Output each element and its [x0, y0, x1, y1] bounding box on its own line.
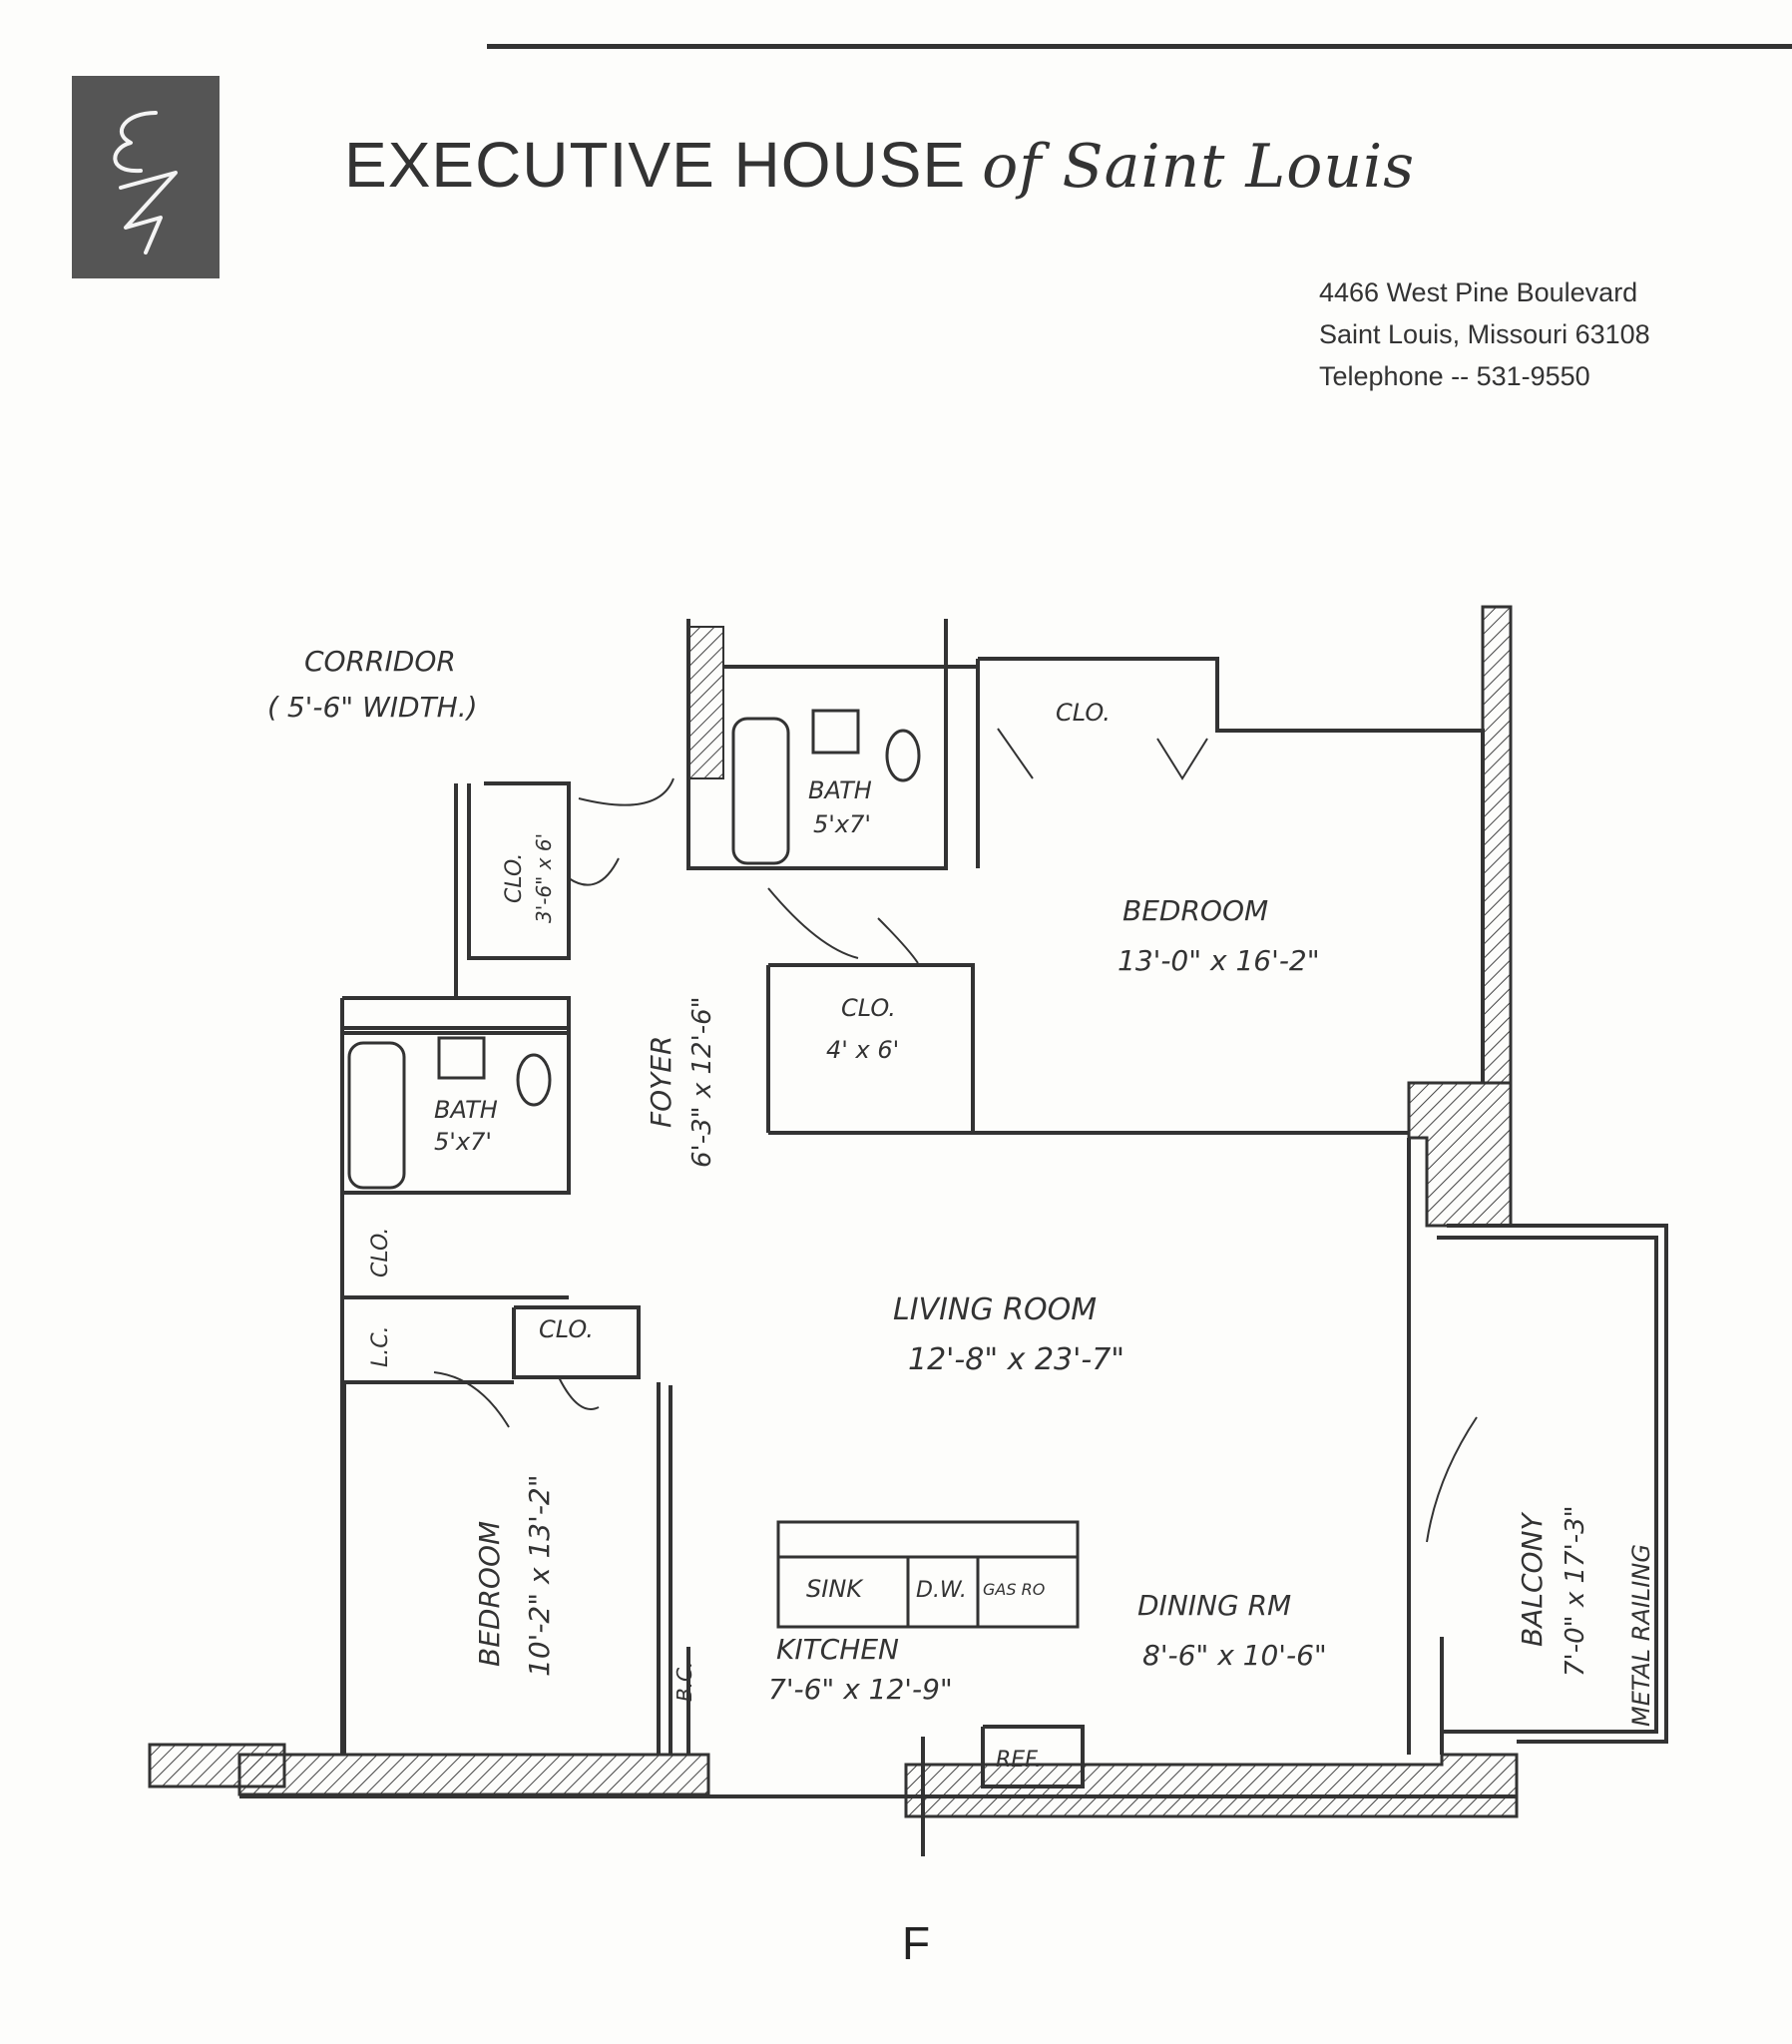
- plan-labels: CORRIDOR ( 5'-6" WIDTH.) BATH 5'x7' CLO.…: [267, 645, 1655, 1773]
- corridor-label: CORRIDOR: [304, 645, 456, 678]
- clo-foyer-name: CLO.: [841, 994, 896, 1022]
- address-block: 4466 West Pine Boulevard Saint Louis, Mi…: [1319, 271, 1650, 397]
- kitchen-size: 7'-6" x 12'-9": [768, 1673, 953, 1706]
- living-room-name: LIVING ROOM: [893, 1292, 1097, 1327]
- sink-label: SINK: [806, 1575, 864, 1603]
- metal-railing-label: METAL RAILING: [1627, 1544, 1655, 1727]
- walls: [239, 619, 1668, 1856]
- bath-top-size: 5'x7': [813, 810, 871, 838]
- kitchen-name: KITCHEN: [776, 1633, 899, 1666]
- clo-small-size: 3'-6" x 6': [532, 833, 556, 923]
- bedroom-left-size: 10'-2" x 13'-2": [523, 1474, 556, 1677]
- bath-left-name: BATH: [434, 1096, 498, 1124]
- foyer-size: 6'-3" x 12'-6": [687, 996, 717, 1168]
- bath-top-name: BATH: [808, 776, 872, 804]
- foyer-name: FOYER: [645, 1036, 677, 1128]
- clo-bedroom-left: CLO.: [539, 1315, 594, 1343]
- bedroom-left-name: BEDROOM: [473, 1521, 506, 1667]
- lc-label: L.C.: [368, 1325, 393, 1367]
- logo-monogram-icon: [113, 110, 178, 255]
- bath-left-size: 5'x7': [434, 1128, 492, 1156]
- address-phone: Telephone -- 531-9550: [1319, 361, 1590, 391]
- dining-size: 8'-6" x 10'-6": [1142, 1639, 1327, 1672]
- range-label: GAS RO: [983, 1580, 1045, 1599]
- door-swings: [433, 728, 1478, 1543]
- logo: [72, 76, 220, 278]
- ref-label: REF.: [996, 1748, 1042, 1773]
- dw-label: D.W.: [916, 1578, 967, 1603]
- bedroom-right-name: BEDROOM: [1122, 894, 1268, 927]
- dining-name: DINING RM: [1137, 1589, 1291, 1622]
- fixtures: [347, 709, 1080, 1629]
- corridor-width: ( 5'-6" WIDTH.): [267, 691, 478, 724]
- clo-left: CLO.: [368, 1228, 393, 1278]
- title-script: of Saint Louis: [982, 132, 1416, 202]
- header-rule: [487, 44, 1792, 49]
- clo-top: CLO.: [1056, 699, 1111, 727]
- plan-letter: F: [901, 1917, 931, 1969]
- balcony-size: 7'-0" x 17'-3": [1561, 1505, 1590, 1677]
- title-main: EXECUTIVE HOUSE: [344, 129, 967, 201]
- bc-label: B.C.: [672, 1662, 696, 1702]
- bedroom-right-size: 13'-0" x 16'-2": [1118, 944, 1320, 977]
- clo-small-name: CLO.: [502, 853, 527, 903]
- address-street: 4466 West Pine Boulevard: [1319, 277, 1638, 307]
- living-room-size: 12'-8" x 23'-7": [908, 1342, 1124, 1377]
- address-city: Saint Louis, Missouri 63108: [1319, 319, 1650, 349]
- balcony-name: BALCONY: [1516, 1512, 1549, 1647]
- clo-foyer-size: 4' x 6': [826, 1036, 899, 1064]
